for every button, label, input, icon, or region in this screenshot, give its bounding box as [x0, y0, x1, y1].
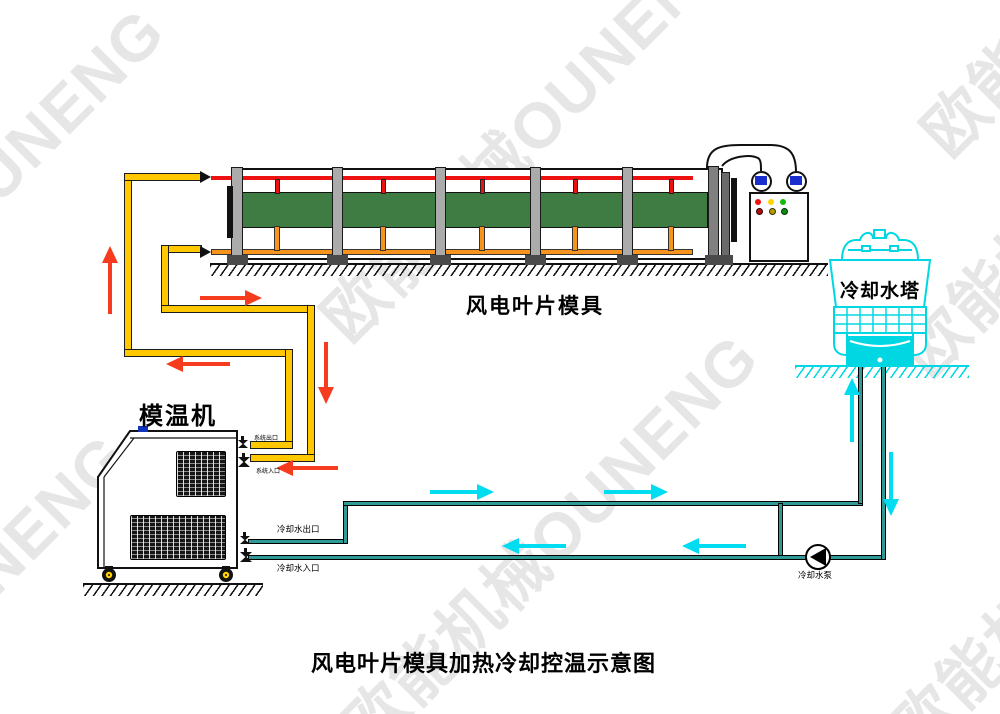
heating-pipe-return-riser: [161, 245, 169, 313]
cooling-pipe-tower-down: [881, 364, 886, 560]
cooling-water-inlet-label: 冷却水入口: [277, 563, 320, 573]
system-inlet-valve-icon: [238, 457, 250, 467]
mold-foot: [430, 255, 451, 265]
cabinet-wires: [706, 144, 797, 173]
cooling-pipe-supply-run: [343, 501, 863, 506]
mold-hot-stub: [669, 179, 674, 194]
mold-column: [435, 167, 446, 261]
valve-stem-icon: [241, 436, 244, 440]
cool-flow-arrow-left: [518, 544, 566, 548]
hot-flow-arrowhead-up: [102, 246, 118, 263]
hot-flow-arrowhead-down: [318, 387, 334, 404]
cooling-pipe-bypass: [778, 503, 783, 558]
heating-pipe-supply-drop: [285, 349, 293, 448]
mold-foot: [525, 255, 546, 265]
mold-column: [622, 167, 633, 261]
cool-flow-arrowhead-left: [502, 538, 519, 554]
machine-label: 模温机: [139, 403, 217, 430]
gauge-screen: [790, 176, 802, 185]
cool-flow-arrow-right2: [604, 490, 652, 494]
cooling-pipe-outlet-stub: [248, 539, 347, 544]
hot-flow-arrow-up: [108, 262, 112, 314]
cool-flow-arrow-up: [850, 394, 854, 442]
heating-pipe-outlet-stub: [250, 441, 293, 449]
mold-return-stub: [274, 226, 280, 251]
diagram-title: 风电叶片模具加热冷却控温示意图: [311, 651, 657, 676]
heating-pipe-supply-top: [124, 173, 202, 181]
valve-stem-icon: [242, 453, 245, 457]
mold-label: 风电叶片模具: [466, 295, 604, 318]
mold-column: [332, 167, 343, 261]
heating-pipe-return-drop: [307, 305, 315, 462]
heating-pipe-supply-mid: [124, 349, 292, 357]
indicator-light-red-small: [756, 208, 763, 215]
mold-return-stub: [479, 226, 485, 251]
mold-end-plate: [731, 178, 737, 242]
cooling-pipe-outlet-riser: [343, 501, 348, 544]
mold-hot-stub: [573, 179, 578, 194]
cool-flow-arrowhead-right: [477, 484, 494, 500]
mold-foot: [327, 255, 348, 265]
mold-temp-machine: [97, 426, 238, 582]
hot-flow-arrow-left: [182, 362, 230, 366]
mold-foot: [617, 255, 638, 265]
gauge-screen: [755, 176, 767, 185]
hot-flow-arrow-down: [324, 342, 328, 388]
mold-return-stub: [380, 226, 386, 251]
system-outlet-label: 系统出口: [254, 436, 279, 442]
mold-hot-stub: [480, 179, 485, 194]
ground-hatch-machine: [83, 583, 263, 596]
mold-hot-stub: [275, 179, 280, 194]
tower-label: 冷却水塔: [839, 281, 920, 302]
valve-stem-icon: [244, 548, 247, 552]
pipe-connector-arrow: [200, 246, 211, 258]
heating-pipe-supply-riser: [124, 173, 132, 357]
system-outlet-valve-icon: [238, 440, 248, 448]
mold-foot: [705, 255, 733, 265]
mold-return-pipe: [211, 249, 693, 255]
watermark-top-left: 欧能机械OUNENG: [0, 0, 179, 439]
indicator-light-yellow: [768, 199, 774, 205]
machine-vent-grid: [176, 451, 226, 497]
cool-flow-arrowhead-right2: [651, 484, 668, 500]
cooling-outlet-valve-icon: [240, 536, 250, 544]
heating-pipe-return-mid: [161, 305, 315, 313]
cooling-tower: [828, 229, 932, 367]
cooling-pipe-return-run: [248, 555, 886, 560]
hot-flow-arrowhead-right: [245, 290, 262, 306]
mold-green-panel: [236, 192, 708, 228]
pump-label: 冷却水泵: [798, 570, 833, 580]
indicator-light-yellow-small: [769, 208, 776, 215]
hot-flow-arrowhead-left2: [276, 460, 293, 476]
indicator-light-green: [780, 199, 786, 205]
mold-return-stub: [668, 226, 674, 251]
mold-hot-pipe: [211, 176, 693, 180]
machine-vent-grid: [130, 515, 226, 560]
ground-hatch-mold: [210, 263, 828, 276]
hot-flow-arrow-right: [200, 296, 246, 300]
watermark-top-right: 欧能机械OUNENG: [897, 0, 1000, 174]
pump-impeller-icon: [810, 548, 826, 566]
indicator-light-red: [755, 199, 761, 205]
indicator-light-green-small: [781, 208, 788, 215]
cool-flow-arrowhead-down: [883, 499, 899, 516]
hot-flow-arrow-left2: [292, 466, 338, 470]
system-inlet-label: 系统入口: [256, 469, 281, 475]
cooling-water-outlet-label: 冷却水出口: [277, 524, 320, 534]
cool-flow-arrow-right: [430, 490, 478, 494]
valve-stem-icon: [243, 532, 246, 536]
cool-flow-arrow-down: [889, 452, 893, 500]
mold-foot: [227, 255, 248, 265]
hot-flow-arrowhead-left: [166, 356, 183, 372]
pipe-connector-arrow: [200, 171, 211, 183]
mold-hot-stub: [381, 179, 386, 194]
cool-flow-arrowhead-up: [844, 378, 860, 395]
mold-return-stub: [572, 226, 578, 251]
cool-flow-arrowhead-left2: [682, 538, 699, 554]
cool-flow-arrow-left2: [698, 544, 746, 548]
cooling-inlet-valve-icon: [240, 552, 252, 562]
mold-left-plate: [227, 186, 233, 238]
mold-column: [530, 167, 541, 261]
